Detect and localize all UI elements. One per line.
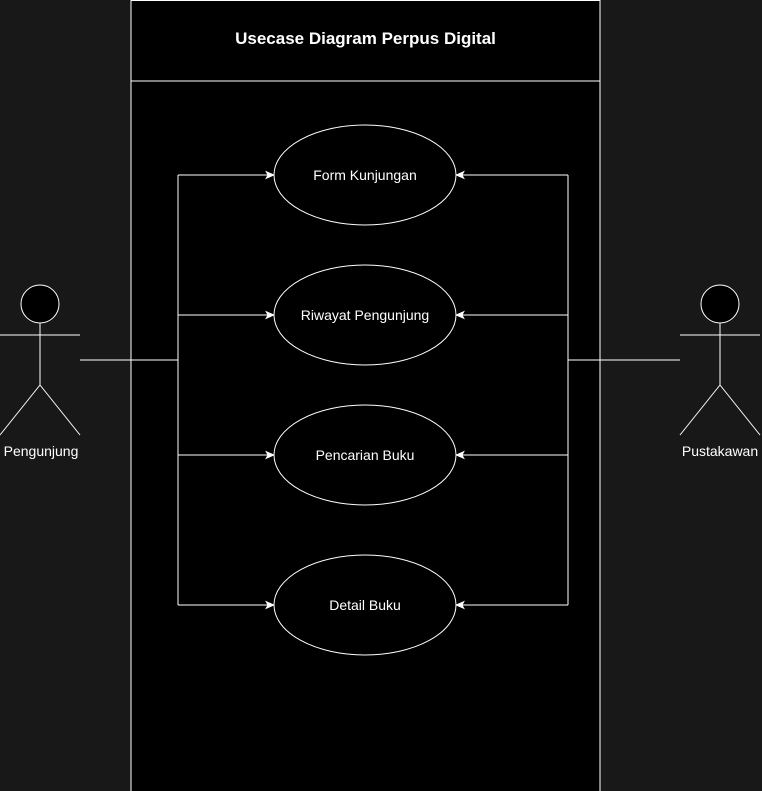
actor-pengunjung-label: Pengunjung <box>3 443 79 459</box>
usecase-riwayat-pengunjung-label: Riwayat Pengunjung <box>300 307 430 323</box>
actor-pustakawan-label: Pustakawan <box>681 443 759 459</box>
usecase-detail-buku-shape <box>273 554 457 656</box>
usecase-pencarian-buku-shape <box>273 404 457 506</box>
usecase-form-kunjungan-label: Form Kunjungan <box>313 167 417 183</box>
usecase-detail-buku-label: Detail Buku <box>329 597 401 613</box>
usecase-form-kunjungan-shape <box>273 124 457 226</box>
diagram-title: Usecase Diagram Perpus Digital <box>235 29 496 48</box>
usecase-riwayat-pengunjung-shape <box>273 264 457 366</box>
system-boundary <box>130 0 601 791</box>
actor-pustakawan-figure <box>679 284 761 436</box>
usecase-pencarian-buku-label: Pencarian Buku <box>315 447 415 463</box>
connectors-pengunjung <box>80 170 275 610</box>
connectors-pustakawan <box>455 170 680 610</box>
actor-pengunjung-figure <box>0 284 81 436</box>
